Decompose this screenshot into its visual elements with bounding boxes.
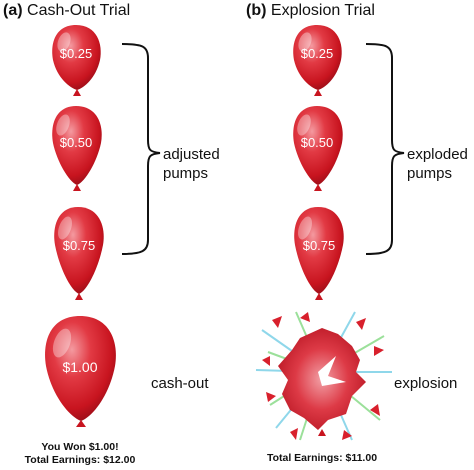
adjusted-label-line2: pumps bbox=[163, 165, 209, 182]
balloon-b-1-label: $0.25 bbox=[301, 46, 334, 61]
panel-b-footer: Total Earnings: $11.00 bbox=[252, 452, 392, 465]
total-earnings-b: Total Earnings: $11.00 bbox=[266, 452, 378, 464]
bracket-b bbox=[365, 43, 405, 255]
adjusted-pumps-label: adjusted pumps bbox=[163, 145, 220, 183]
panel-b-title-text: Explosion Trial bbox=[270, 2, 375, 19]
you-won-text: You Won $1.00! bbox=[41, 441, 119, 453]
balloon-a-3: $0.75 bbox=[54, 207, 104, 300]
panel-a-title: (a) Cash-Out Trial bbox=[3, 2, 130, 20]
balloon-b-1: $0.25 bbox=[293, 25, 342, 96]
bracket-a bbox=[121, 43, 161, 255]
balloon-a-4: $1.00 bbox=[45, 316, 116, 427]
balloon-b-3-label: $0.75 bbox=[303, 238, 336, 253]
panel-a-title-text: Cash-Out Trial bbox=[27, 2, 131, 19]
balloon-a-2: $0.50 bbox=[52, 106, 102, 191]
total-earnings-a: Total Earnings: $12.00 bbox=[24, 454, 136, 466]
panel-a-letter: (a) bbox=[3, 2, 23, 19]
exploding-balloon bbox=[255, 311, 392, 441]
balloon-a-4-label: $1.00 bbox=[62, 359, 97, 375]
exploded-label-line1: exploded bbox=[407, 146, 468, 163]
panel-a-footer: You Won $1.00! Total Earnings: $12.00 bbox=[10, 441, 150, 467]
balloon-a-1: $0.25 bbox=[52, 25, 101, 96]
balloon-shards bbox=[262, 312, 384, 440]
balloon-b-3: $0.75 bbox=[294, 207, 344, 300]
explosion-label: explosion bbox=[394, 375, 458, 392]
cash-out-label: cash-out bbox=[151, 375, 209, 392]
balloon-a-3-label: $0.75 bbox=[63, 238, 96, 253]
panel-b-letter: (b) bbox=[246, 2, 267, 19]
balloon-b-2: $0.50 bbox=[293, 106, 343, 191]
adjusted-label-line1: adjusted bbox=[163, 146, 220, 163]
balloon-a-1-label: $0.25 bbox=[60, 46, 93, 61]
balloon-a-2-label: $0.50 bbox=[60, 135, 93, 150]
panel-b-title: (b) Explosion Trial bbox=[246, 2, 375, 20]
exploded-pumps-label: exploded pumps bbox=[407, 145, 468, 183]
balloon-b-2-label: $0.50 bbox=[301, 135, 334, 150]
exploded-label-line2: pumps bbox=[407, 165, 453, 182]
